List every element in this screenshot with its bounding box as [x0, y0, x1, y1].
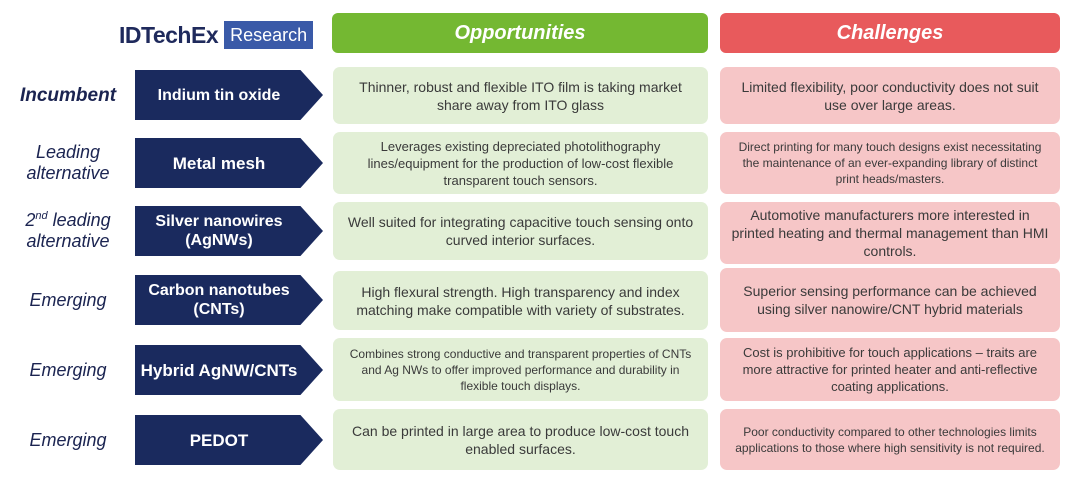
- challenges-header: Challenges: [720, 13, 1060, 53]
- logo-research-badge: Research: [224, 21, 314, 49]
- opportunities-header: Opportunities: [332, 13, 708, 53]
- challenge-box-metal-mesh: Direct printing for many touch designs e…: [720, 132, 1060, 194]
- label-number: 2: [25, 210, 36, 230]
- opportunity-box-metal-mesh: Leverages existing depreciated photolith…: [333, 132, 708, 194]
- opportunity-box-hybrid: Combines strong conductive and transpare…: [333, 338, 708, 401]
- tech-arrow-silver-nanowires: Silver nanowires (AgNWs): [135, 206, 323, 256]
- row-label-leading-alternative: Leading alternative: [26, 142, 110, 183]
- row-label-emerging-hybrid: Emerging: [29, 359, 107, 380]
- row-label-second-leading-alternative: 2nd leading alternative: [6, 206, 130, 256]
- idtechex-logo: IDTechEx Research: [119, 20, 314, 50]
- label-text: leading alternative: [26, 210, 111, 251]
- challenge-box-pedot: Poor conductivity compared to other tech…: [720, 409, 1060, 470]
- row-label-incumbent: Incumbent: [19, 84, 117, 106]
- challenge-box-cnt: Superior sensing performance can be achi…: [720, 268, 1060, 332]
- challenge-box-hybrid: Cost is prohibitive for touch applicatio…: [720, 338, 1060, 401]
- logo-wordmark: IDTechEx: [119, 21, 219, 48]
- label-ordinal-suffix: nd: [35, 210, 48, 222]
- opportunity-box-agnw: Well suited for integrating capacitive t…: [333, 202, 708, 260]
- tech-arrow-hybrid-agnw-cnt: Hybrid AgNW/CNTs: [135, 345, 323, 395]
- opportunity-box-pedot: Can be printed in large area to produce …: [333, 409, 708, 470]
- tech-arrow-indium-tin-oxide: Indium tin oxide: [135, 70, 323, 120]
- challenge-box-agnw: Automotive manufacturers more interested…: [720, 202, 1060, 264]
- opportunity-box-ito: Thinner, robust and flexible ITO film is…: [333, 67, 708, 124]
- tech-arrow-pedot: PEDOT: [135, 415, 323, 465]
- row-label-emerging-cnt: Emerging: [29, 289, 107, 310]
- opportunity-box-cnt: High flexural strength. High transparenc…: [333, 271, 708, 330]
- challenge-box-ito: Limited flexibility, poor conductivity d…: [720, 67, 1060, 124]
- row-label-emerging-pedot: Emerging: [29, 429, 107, 450]
- tech-arrow-metal-mesh: Metal mesh: [135, 138, 323, 188]
- tech-arrow-carbon-nanotubes: Carbon nanotubes (CNTs): [135, 275, 323, 325]
